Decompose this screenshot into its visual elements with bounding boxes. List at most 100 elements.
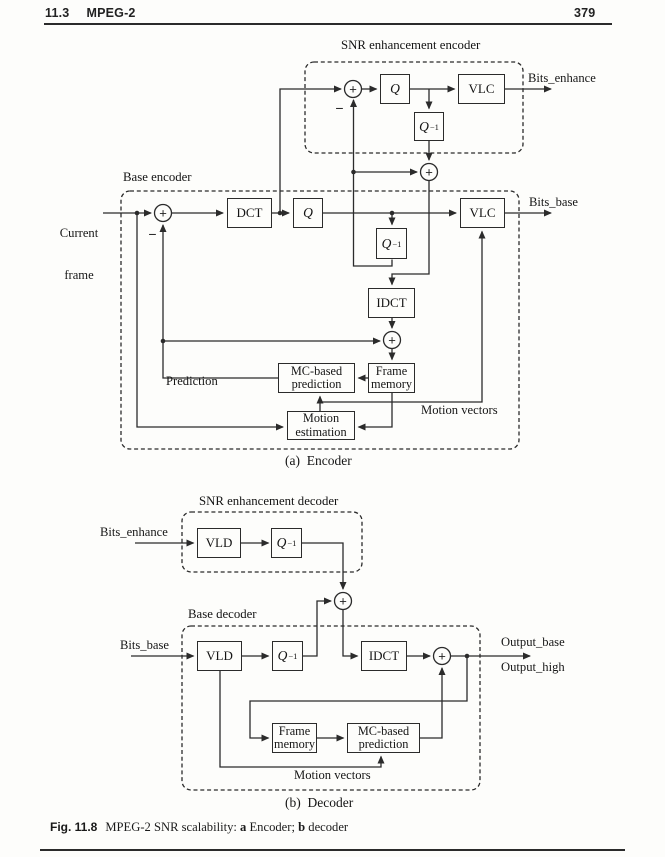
- fm-label-line1: Frame: [375, 363, 408, 378]
- q-label: Q: [390, 81, 400, 96]
- vlc-label: VLC: [468, 81, 495, 96]
- q-label: Q: [276, 535, 287, 550]
- section-title: MPEG-2: [86, 6, 136, 20]
- q-label: Q: [303, 205, 313, 220]
- base-decoder-boundary: [181, 625, 481, 791]
- caption-text2: Encoder;: [246, 820, 299, 834]
- junction-dot: [160, 338, 166, 344]
- base-decoder-idct-box: IDCT: [361, 641, 407, 671]
- plus-glyph: +: [388, 333, 396, 348]
- decoder-output-adder: +: [432, 646, 452, 666]
- junction-dot: [351, 169, 356, 175]
- bits-base-label: Bits_base: [529, 195, 578, 209]
- inverse-exponent: −1: [429, 121, 439, 132]
- snr-decoder-boundary: [181, 511, 363, 573]
- encoder-qinv-box: Q−1: [376, 228, 407, 259]
- inverse-exponent: −1: [287, 538, 297, 548]
- encoder-dct-box: DCT: [227, 198, 272, 228]
- idct-label: IDCT: [368, 648, 400, 663]
- fm-label-line2: memory: [371, 377, 412, 391]
- q-label: Q: [419, 118, 429, 134]
- connector-output-to-frame-memory: [249, 656, 468, 742]
- junction-dot: [389, 210, 395, 216]
- junction-dots: [134, 169, 470, 659]
- plus-glyph: +: [339, 594, 347, 609]
- caption-text1: MPEG-2 SNR scalability:: [105, 820, 241, 834]
- vld-label: VLD: [205, 535, 233, 550]
- plus-glyph: +: [438, 649, 446, 664]
- decoder-sublabel: (b) Decoder: [285, 795, 354, 810]
- snr-encoder-title: SNR enhancement encoder: [341, 38, 481, 52]
- q-label: Q: [277, 648, 288, 663]
- decoder-frame-memory-box: Frame memory: [272, 723, 317, 753]
- footer-rule: [40, 849, 625, 851]
- output-high-label: Output_high: [501, 660, 565, 674]
- connector-motion-vectors-to-mc-dec: [219, 671, 385, 768]
- snr-encoder-qinv-box: Q−1: [414, 112, 444, 141]
- current-frame-label: Current frame: [52, 198, 106, 311]
- junction-dot: [464, 653, 470, 659]
- mc-label-line1: MC-based: [290, 363, 343, 378]
- page-number: 379: [574, 6, 596, 20]
- vld-label: VLD: [206, 648, 233, 663]
- caption-text3: decoder: [305, 820, 349, 834]
- bits-base-label-decoder: Bits_base: [120, 638, 169, 652]
- junction-dot: [277, 210, 283, 216]
- connector-mc-to-output-adder: [420, 667, 446, 739]
- connector-prediction-route: [162, 341, 278, 379]
- decoder-enhance-adder: +: [333, 591, 353, 611]
- vlc-label: VLC: [469, 205, 496, 220]
- encoder-mc-prediction-box: MC-based prediction: [278, 363, 355, 393]
- base-decoder-qinv-box: Q−1: [272, 641, 303, 671]
- encoder-q-box: Q: [293, 198, 323, 228]
- output-base-label: Output_base: [501, 635, 565, 649]
- encoder-connectors: [103, 85, 552, 431]
- base-decoder-title: Base decoder: [188, 607, 257, 621]
- connector-qinv-base-to-adder: [303, 597, 332, 657]
- encoder-subtractor-adder: +: [153, 203, 173, 223]
- adders: + + + + + +: [153, 79, 452, 666]
- mc-label-line2: prediction: [291, 377, 342, 391]
- bits-enhance-label-decoder: Bits_enhance: [100, 525, 168, 539]
- connector-input-to-motion-estimation: [136, 213, 284, 431]
- inverse-exponent: −1: [392, 238, 402, 249]
- figure-caption: Fig. 11.8 MPEG-2 SNR scalability: a Enco…: [50, 820, 348, 835]
- base-encoder-title: Base encoder: [123, 170, 192, 184]
- inverse-exponent: −1: [288, 651, 298, 661]
- plus-glyph: +: [425, 165, 433, 180]
- encoder-motion-estimation-box: Motion estimation: [287, 411, 355, 440]
- dct-label: DCT: [236, 205, 263, 220]
- me-label-line1: Motion: [302, 411, 340, 426]
- snr-encoder-vlc-box: VLC: [458, 74, 505, 104]
- motion-vectors-label-decoder: Motion vectors: [294, 768, 371, 782]
- header-rule: [44, 23, 612, 25]
- me-label-line2: estimation: [295, 424, 347, 439]
- running-header: 11.3 MPEG-2: [45, 6, 136, 20]
- caption-b: b: [298, 820, 306, 834]
- fm-label-line2: memory: [274, 737, 315, 751]
- minus-sign-base-adder: −: [148, 226, 156, 242]
- encoder-recon-adder: +: [382, 330, 402, 350]
- connector-qinv-to-snr-adder-minus: [350, 99, 393, 267]
- caption-text: MPEG-2 SNR scalability: a Encoder; b dec…: [105, 820, 348, 835]
- base-encoder-boundary: [120, 190, 520, 450]
- connector-adder-to-idct: [342, 609, 359, 660]
- encoder-frame-memory-box: Frame memory: [368, 363, 415, 393]
- connector-frame-memory-to-motion-est: [357, 393, 393, 431]
- section-number: 11.3: [45, 6, 70, 20]
- bits-enhance-label: Bits_enhance: [528, 71, 596, 85]
- minus-sign-snr-adder: −: [335, 100, 343, 116]
- fm-label-line1: Frame: [278, 723, 311, 738]
- junction-dot: [134, 210, 140, 216]
- connector-qinv-enh-to-adder: [302, 542, 347, 590]
- snr-encoder-q-box: Q: [380, 74, 410, 104]
- mc-label-line1: MC-based: [357, 723, 410, 738]
- encoder-sum-adder: +: [419, 162, 439, 182]
- decoder-connectors: [131, 539, 531, 768]
- connector-dct-to-snr-adder: [279, 85, 342, 213]
- snr-decoder-qinv-box: Q−1: [271, 528, 302, 558]
- idct-label: IDCT: [376, 295, 407, 310]
- encoder-sublabel: (a) Encoder: [285, 453, 352, 468]
